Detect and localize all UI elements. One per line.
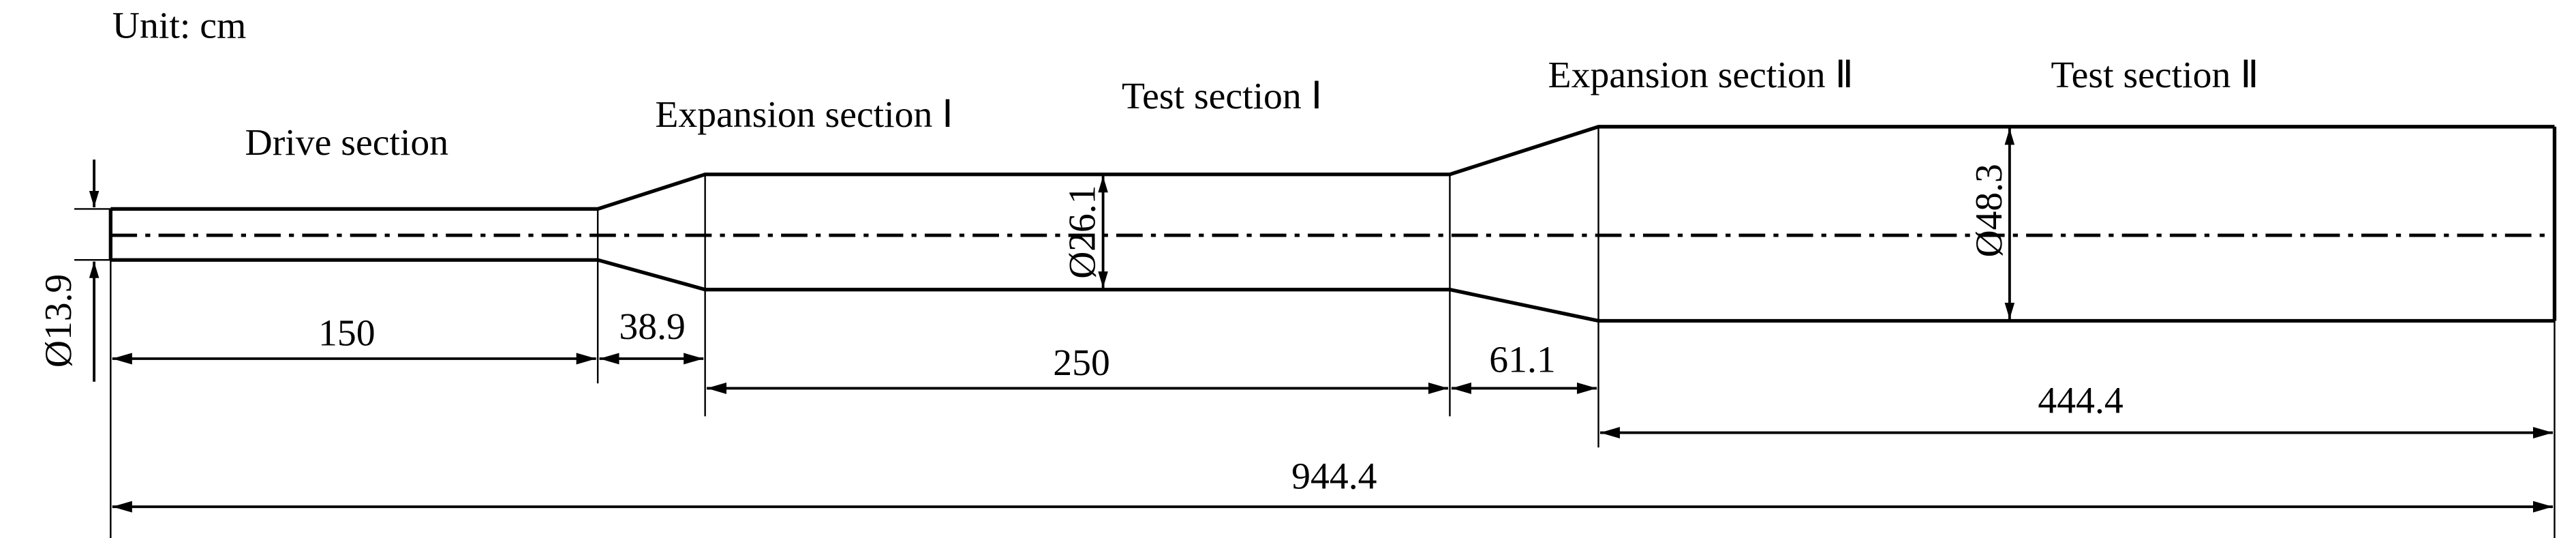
extension-lines	[74, 126, 2556, 538]
length-test-1: 250	[1053, 342, 1110, 384]
label-test-section-1: Test section Ⅰ	[1122, 75, 1322, 117]
diameter-test-2: Ø48.3	[1968, 164, 2010, 257]
length-drive: 150	[318, 312, 375, 355]
length-total: 944.4	[1291, 455, 1377, 498]
label-drive-section: Drive section	[245, 121, 449, 164]
length-expansion-2: 61.1	[1489, 338, 1556, 380]
length-test-2: 444.4	[2038, 380, 2123, 422]
tube-outline	[108, 125, 2557, 323]
unit-label: Unit: cm	[112, 5, 247, 47]
diameter-drive: Ø13.9	[37, 274, 80, 368]
label-expansion-section-1: Expansion section Ⅰ	[655, 93, 953, 136]
diameter-test-1: Ø26.1	[1061, 185, 1103, 279]
label-expansion-section-2: Expansion section Ⅱ	[1548, 54, 1854, 96]
length-expansion-1: 38.9	[619, 305, 686, 348]
label-test-section-2: Test section Ⅱ	[2051, 54, 2259, 96]
